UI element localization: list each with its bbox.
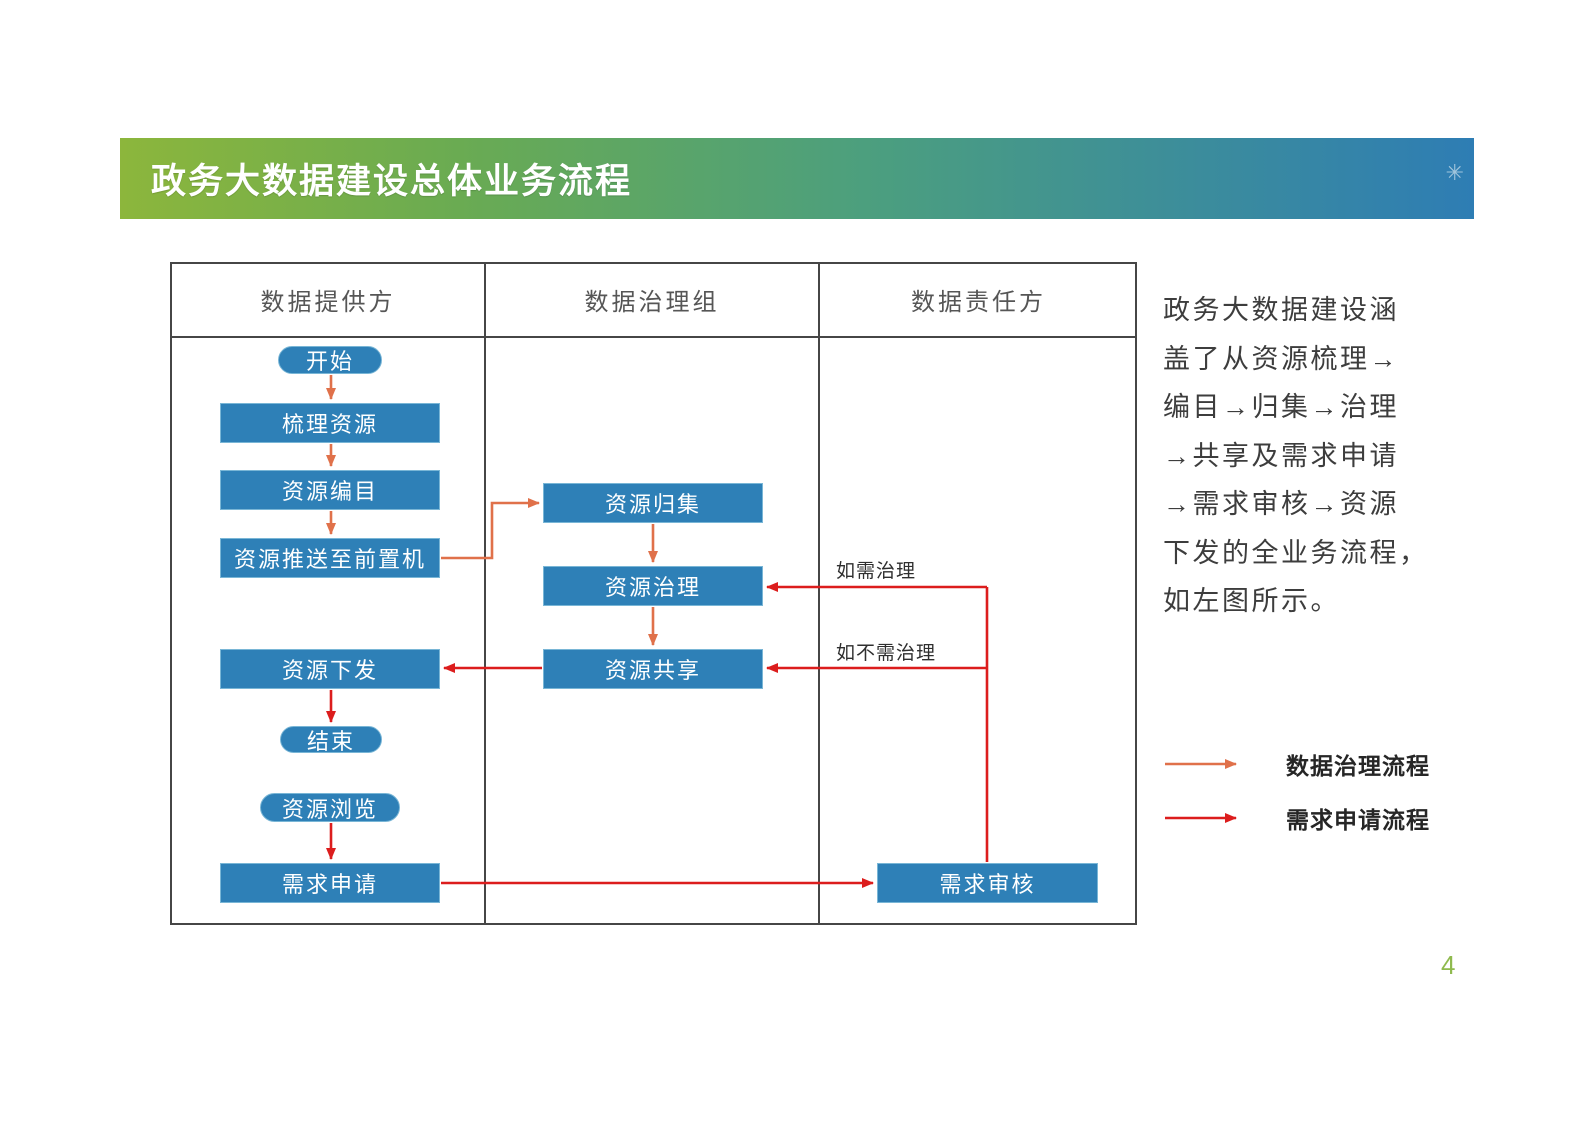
legend-label-governance-flow: 数据治理流程 — [1286, 753, 1430, 779]
note-line: 下发的全业务流程， — [1163, 537, 1429, 568]
node-resource-catalog: 资源编目 — [220, 470, 440, 510]
lane-divider-1 — [484, 262, 486, 925]
node-demand-application: 需求申请 — [220, 863, 440, 903]
node-organize-resources: 梳理资源 — [220, 403, 440, 443]
node-end: 结束 — [280, 726, 382, 754]
note-line: →需求审核→资源 — [1163, 489, 1399, 519]
lane-divider-2 — [818, 262, 820, 925]
node-start: 开始 — [278, 346, 382, 374]
page-number: 4 — [1441, 950, 1456, 980]
node-demand-review: 需求审核 — [877, 863, 1098, 903]
legend-label-request-flow: 需求申请流程 — [1286, 807, 1430, 833]
lane-header-separator — [170, 336, 1137, 338]
note-line: 盖了从资源梳理→ — [1163, 343, 1399, 374]
lane-header-data-provider: 数据提供方 — [260, 288, 396, 316]
lane-header-data-governance-group: 数据治理组 — [584, 288, 720, 316]
request-flow-arrow-icon — [1165, 813, 1237, 823]
governance-flow-arrow-icon — [1165, 759, 1237, 769]
node-resource-collection: 资源归集 — [543, 483, 763, 523]
edge-label-if-governance-needed: 如需治理 — [836, 561, 917, 582]
node-resource-governance: 资源治理 — [543, 566, 763, 606]
node-resource-sharing: 资源共享 — [543, 649, 763, 689]
edge-label-if-no-governance-needed: 如不需治理 — [836, 643, 937, 664]
lane-header-data-responsible: 数据责任方 — [911, 288, 1046, 316]
legend-item-governance-flow: 数据治理流程 — [1164, 749, 1494, 779]
node-resource-distribution: 资源下发 — [220, 649, 440, 689]
node-push-to-front-machine: 资源推送至前置机 — [220, 538, 440, 578]
title-banner: 政务大数据建设总体业务流程 ✳ — [120, 138, 1474, 219]
note-line: 编目→归集→治理 — [1163, 392, 1399, 422]
note-line: 如左图所示。 — [1163, 586, 1340, 616]
node-resource-browse: 资源浏览 — [260, 793, 400, 822]
logo-mark-icon: ✳ — [1445, 160, 1464, 185]
note-line: 政务大数据建设涵 — [1163, 295, 1399, 325]
legend-item-request-flow: 需求申请流程 — [1164, 803, 1494, 833]
page-title: 政务大数据建设总体业务流程 — [151, 162, 633, 201]
note-line: →共享及需求申请 — [1163, 440, 1399, 471]
legend: 数据治理流程 需求申请流程 — [1164, 749, 1494, 857]
note-paragraph: 政务大数据建设涵 盖了从资源梳理→ 编目→归集→治理 →共享及需求申请 →需求审… — [1163, 286, 1463, 626]
